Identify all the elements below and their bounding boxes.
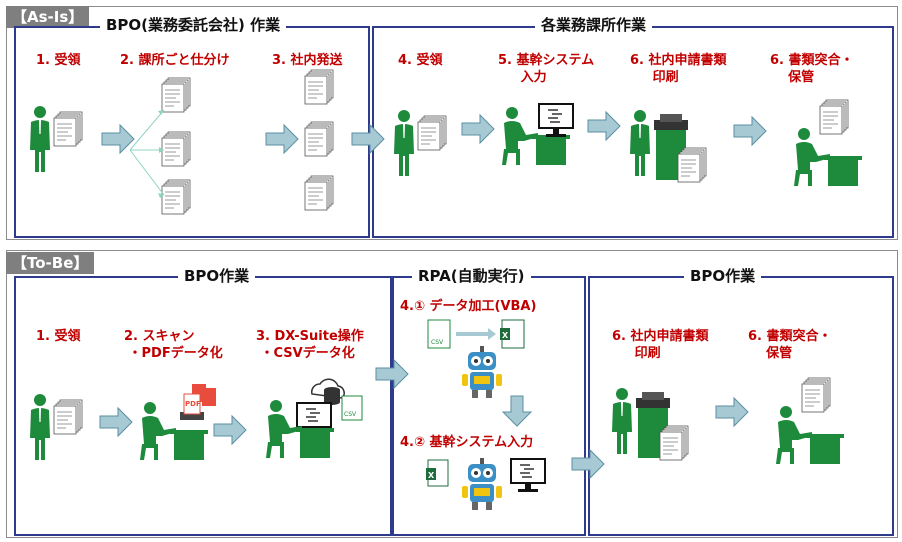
worker-with-documents-icon bbox=[776, 377, 844, 464]
tobe-bpo-title: BPO作業 bbox=[178, 266, 256, 286]
person-at-printer-icon bbox=[612, 388, 689, 461]
robot-icon bbox=[462, 458, 502, 510]
asis-step-6b: 6. 書類突合・ 保管 bbox=[770, 53, 854, 85]
pdf-files-icon: PDF bbox=[183, 384, 216, 415]
tobe-step-42: 4.② 基幹システム入力 bbox=[400, 435, 534, 450]
sort-arrows-icon bbox=[129, 109, 165, 198]
document-stack-icon bbox=[304, 121, 334, 157]
excel-file-icon: X bbox=[426, 459, 449, 487]
pdf-label: PDF bbox=[185, 400, 201, 408]
asis-dept-title: 各業務課所作業 bbox=[535, 15, 653, 35]
asis-step-4: 4. 受領 bbox=[398, 53, 443, 68]
person-with-documents-icon bbox=[30, 106, 83, 172]
right-arrow-icon bbox=[99, 407, 133, 437]
tobe-rpa-title: RPA(自動実行) bbox=[412, 266, 531, 286]
right-arrow-icon bbox=[715, 397, 749, 427]
right-arrow-icon bbox=[351, 124, 385, 154]
asis-step-3: 3. 社内発送 bbox=[272, 53, 343, 68]
document-stack-icon bbox=[304, 175, 334, 211]
person-with-documents-icon bbox=[30, 394, 83, 460]
asis-step-1: 1. 受領 bbox=[36, 53, 81, 68]
asis-outer-frame bbox=[6, 6, 898, 240]
worker-with-documents-icon bbox=[794, 99, 862, 186]
tobe-step-3: 3. DX-Suite操作 ・CSVデータ化 bbox=[256, 329, 364, 361]
excel-label: X bbox=[502, 331, 509, 340]
tobe-step-1: 1. 受領 bbox=[36, 329, 81, 344]
tobe-bpo2-title: BPO作業 bbox=[684, 266, 762, 286]
worker-with-cloud-database-icon: CSV bbox=[266, 378, 363, 458]
asis-step-2: 2. 課所ごと仕分け bbox=[120, 53, 230, 68]
right-arrow-icon bbox=[733, 116, 767, 146]
person-at-printer-icon bbox=[630, 110, 707, 183]
asis-tag: 【As-Is】 bbox=[6, 6, 90, 28]
document-stack-icon bbox=[304, 69, 334, 105]
tobe-tag: 【To-Be】 bbox=[6, 252, 95, 274]
csv-label: CSV bbox=[431, 339, 444, 346]
asis-step-5: 5. 基幹システム 入力 bbox=[498, 53, 595, 85]
right-arrow-icon bbox=[587, 111, 621, 141]
tobe-step-41: 4.① データ加工(VBA) bbox=[400, 299, 537, 314]
tobe-step-6b: 6. 書類突合・ 保管 bbox=[748, 329, 832, 361]
tobe-outer-frame bbox=[6, 250, 898, 538]
down-arrow-icon bbox=[501, 395, 533, 427]
robot-icon bbox=[462, 346, 502, 398]
person-with-documents-icon bbox=[394, 110, 447, 176]
asis-bpo-title: BPO(業務委託会社) 作業 bbox=[100, 15, 287, 35]
monitor-icon bbox=[509, 457, 547, 493]
tobe-step-6a: 6. 社内申請書類 印刷 bbox=[612, 329, 709, 361]
right-arrow-icon bbox=[375, 359, 409, 389]
right-arrow-icon bbox=[571, 449, 605, 479]
worker-at-computer-icon bbox=[502, 102, 575, 165]
csv-label: CSV bbox=[344, 411, 357, 418]
tobe-step-2: 2. スキャン ・PDFデータ化 bbox=[124, 329, 223, 361]
right-arrow-icon bbox=[265, 124, 299, 154]
excel-label: X bbox=[428, 471, 435, 480]
right-arrow-icon bbox=[213, 415, 247, 445]
asis-step-6a: 6. 社内申請書類 印刷 bbox=[630, 53, 727, 85]
csv-to-excel-icon: CSV X bbox=[427, 319, 525, 349]
worker-scanning-icon bbox=[140, 402, 208, 460]
right-arrow-icon bbox=[461, 114, 495, 144]
